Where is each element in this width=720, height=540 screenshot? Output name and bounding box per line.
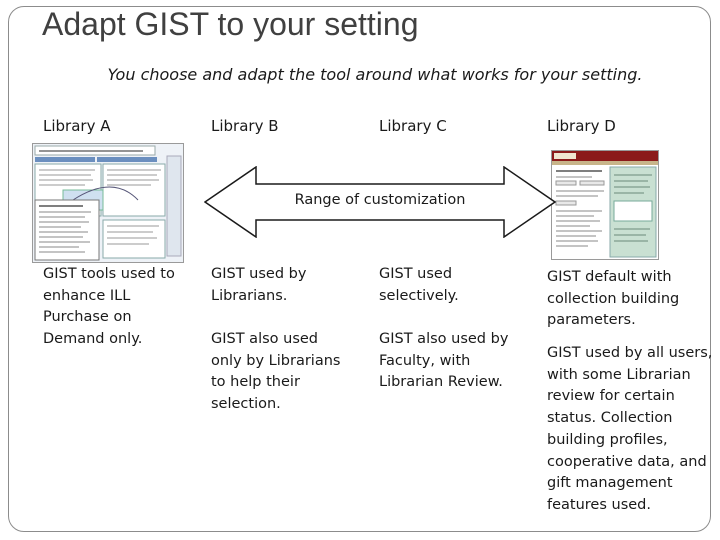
library-d-description-2: GIST used by all users, with some Librar… xyxy=(547,345,713,513)
library-b-header: Library B xyxy=(211,117,279,135)
library-c-header: Library C xyxy=(379,117,447,135)
library-b-description-1: GIST used by Librarians. xyxy=(211,266,307,304)
library-a-description: GIST tools used to enhance ILL Purchase … xyxy=(43,266,175,348)
slide-subtitle: You choose and adapt the tool around wha… xyxy=(107,65,643,84)
range-arrow-label: Range of customization xyxy=(294,192,466,208)
library-b-description-2: GIST also used only by Librarians to hel… xyxy=(211,331,341,413)
double-arrow-icon xyxy=(203,165,557,239)
library-a-screenshot xyxy=(32,143,184,263)
library-d-description-1: GIST default with collection building pa… xyxy=(547,269,680,329)
library-c-description-1: GIST used selectively. xyxy=(379,266,459,304)
slide-frame xyxy=(8,6,711,532)
range-arrow: Range of customization xyxy=(203,165,557,239)
library-d-header: Library D xyxy=(547,117,616,135)
slide-title: Adapt GIST to your setting xyxy=(42,6,419,42)
library-d-screenshot xyxy=(551,150,659,260)
library-a-header: Library A xyxy=(43,117,111,135)
library-c-description-2: GIST also used by Faculty, with Libraria… xyxy=(379,331,509,391)
